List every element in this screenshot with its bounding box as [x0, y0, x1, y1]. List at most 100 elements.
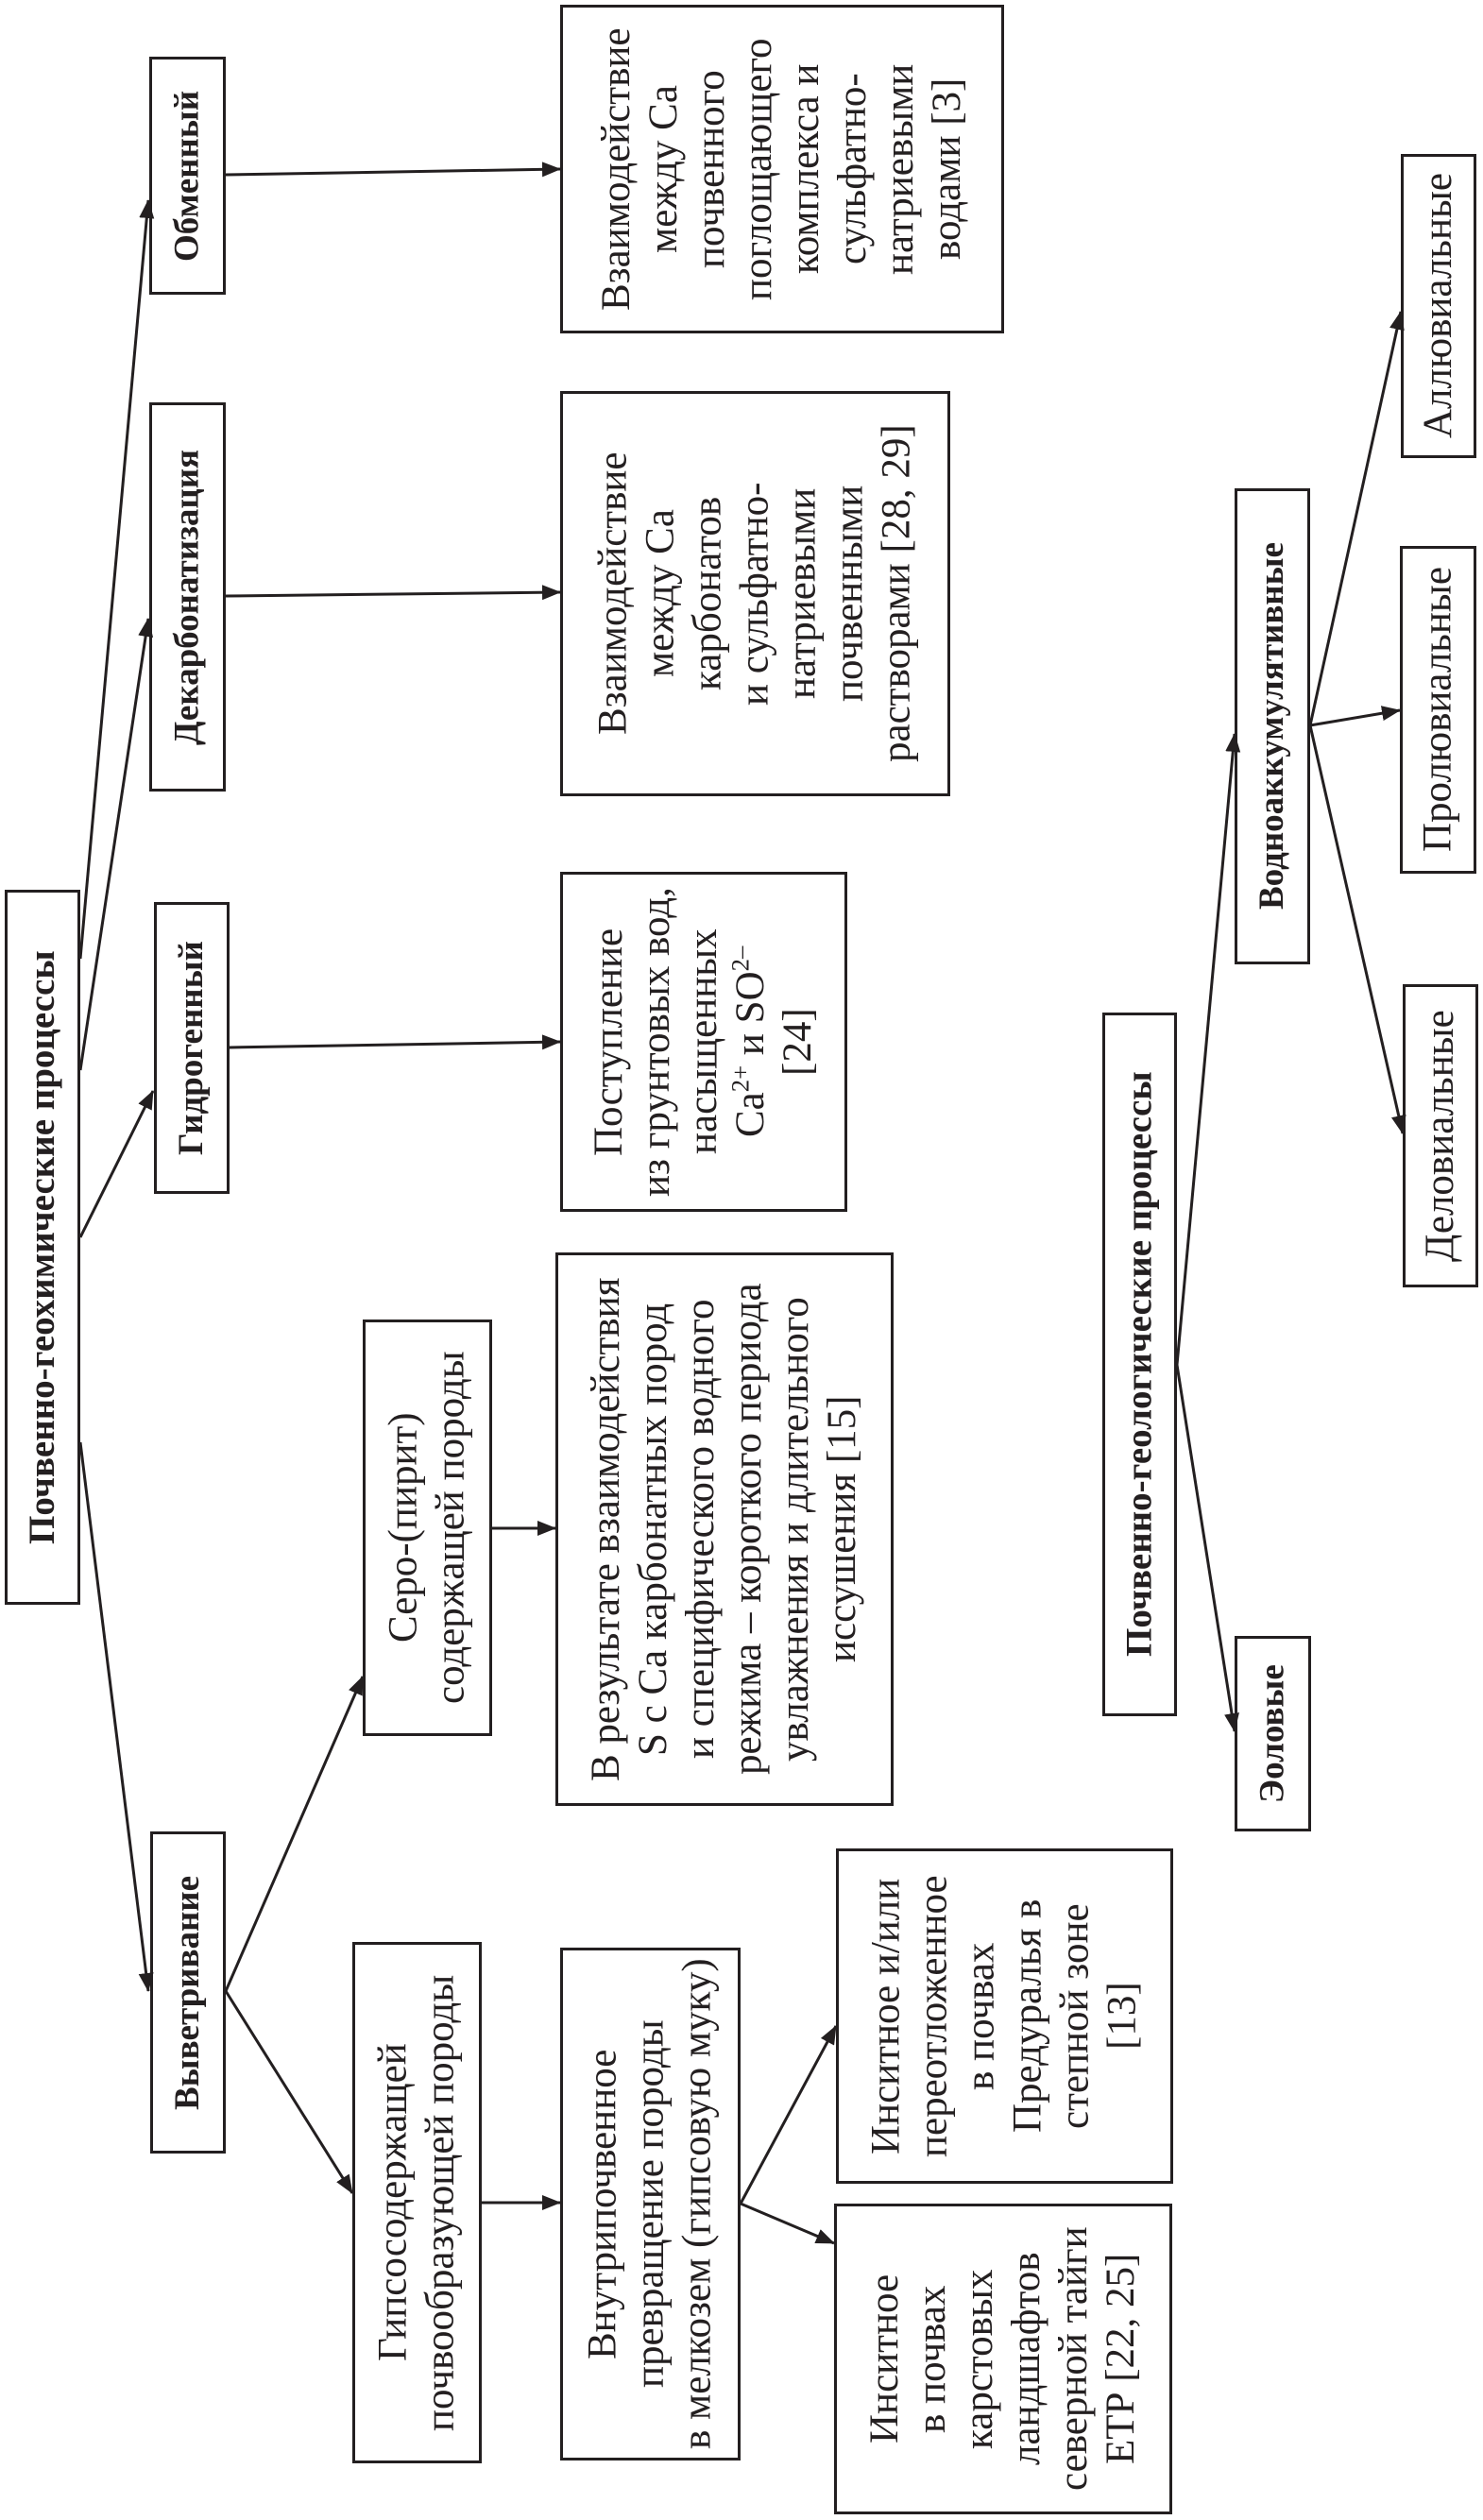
arrow-transformation-to-predural — [739, 2025, 838, 2205]
deluvial-label: Деловиальные — [1418, 1010, 1462, 1262]
description-line: северной тайги — [1051, 2226, 1096, 2492]
alluvial-box: Аллювиальные — [1401, 154, 1476, 458]
anion-charge: 2– — [725, 945, 755, 972]
description-line: карстовых — [957, 2269, 1001, 2449]
arrow-water-accumulative-to-deluvial — [1308, 724, 1406, 1134]
label-line: почвообразующей породы — [418, 1974, 463, 2431]
description-line: S с Ca карбонатных пород — [631, 1303, 675, 1756]
description-line: поглощающего — [736, 38, 780, 300]
cation: Ca — [728, 1092, 773, 1138]
gypsum-transformation: Внутрипочвенное превращение породы в мел… — [580, 1959, 722, 2450]
arrow-exchange-to-description — [225, 162, 561, 178]
anion: SO — [728, 971, 773, 1024]
aeolian-box: Эоловые — [1235, 1636, 1311, 1831]
decarbonatization-label: Декарбонатизация — [167, 449, 207, 745]
geological-root-box: Почвенно-геологические процессы — [1102, 1013, 1177, 1716]
description-line: и сульфатно- — [732, 482, 777, 706]
description-line: почвенного — [689, 70, 733, 268]
reference: [24] — [776, 1008, 820, 1076]
outcome-karst-box: Инситное в почвах карстовых ландшафтов с… — [834, 2204, 1172, 2514]
arrow-geochemical-to-decarbonatization — [78, 618, 154, 1071]
decarbonatization-description: Взаимодействие между Ca карбонатов и сул… — [590, 425, 921, 763]
hydrogenic-description-box: Поступление из грунтовых вод, насыщенных… — [560, 872, 847, 1212]
description-line: переотложенное — [911, 1875, 956, 2157]
description-line: Внутрипочвенное — [580, 2049, 625, 2359]
description-line: увлажнения и длительного — [773, 1297, 817, 1762]
description-line: в мелкозем (гипсовую муку) — [674, 1958, 720, 2450]
description-line: в почвах — [958, 1942, 1003, 2090]
description-line: растворами [28, 29] — [874, 424, 919, 763]
label-line: Серо-(пирит) — [381, 1412, 426, 1643]
exchange-label: Обменный — [167, 90, 207, 262]
decarbonatization-box: Декарбонатизация — [149, 402, 226, 792]
cation-charge: 2+ — [725, 1065, 755, 1093]
aeolian-label: Эоловые — [1253, 1664, 1292, 1803]
water-accumulative-box: Водноаккумулятивные — [1235, 488, 1310, 964]
description-line: Поступление — [587, 928, 631, 1156]
description-line: режима – короткого периода — [725, 1283, 770, 1776]
decarbonatization-description-box: Взаимодействие между Ca карбонатов и сул… — [560, 391, 950, 796]
gypsum-rock-label: Гипсосодержащей почвообразующей породы — [370, 1974, 465, 2430]
alluvial-label: Аллювиальные — [1416, 173, 1460, 439]
hydrogenic-description: Поступление из грунтовых вод, насыщенных… — [586, 887, 822, 1197]
arrow-geological-to-water-accumulative — [1175, 733, 1241, 1366]
arrow-geological-to-aeolian — [1175, 1364, 1239, 1732]
description-line: В результате взаимодействия — [584, 1277, 628, 1781]
ions-joiner: и — [728, 1023, 773, 1065]
description-line: натриевыми — [878, 63, 922, 275]
description-line: Инситное — [862, 2273, 907, 2444]
geological-root-label: Почвенно-геологические процессы — [1118, 1071, 1160, 1658]
description-line: превращение породы — [627, 2019, 673, 2389]
description-line: натриевыми — [779, 487, 825, 700]
arrow-weathering-to-gypsum — [224, 1990, 354, 2194]
arrow-water-accumulative-to-proluvial — [1309, 706, 1401, 727]
sulfur-pyrite-description-box: В результате взаимодействия S с Ca карбо… — [555, 1252, 894, 1806]
description-line: Предуралья в — [1005, 1899, 1050, 2134]
geochemical-root-label: Почвенно-геохимические процессы — [22, 950, 62, 1544]
weathering-label: Выветривание — [168, 1875, 207, 2110]
arrow-decarbonatization-to-description — [225, 585, 561, 601]
description-line: Взаимодействие — [594, 27, 639, 311]
description-line: комплекса и — [783, 63, 827, 275]
description-line: Взаимодействие — [590, 451, 636, 736]
water-accumulative-label: Водноаккумулятивные — [1253, 542, 1291, 911]
hydrogenic-box: Гидрогенный — [154, 902, 230, 1194]
proluvial-label: Пролювиальные — [1415, 567, 1460, 853]
description-line: между Ca — [638, 509, 683, 678]
description-line: между Ca — [641, 85, 686, 253]
description-line: в почвах — [910, 2285, 954, 2433]
description-line: ландшафтов — [1004, 2252, 1048, 2466]
description-line: [13] — [1099, 1982, 1145, 2051]
weathering-box: Выветривание — [150, 1831, 226, 2154]
outcome-predural: Инситное и/или переотложенное в почвах П… — [863, 1875, 1147, 2157]
description-line: ЕТР [22, 25] — [1099, 2253, 1143, 2465]
arrow-transformation-to-karst — [740, 2202, 835, 2245]
ions-line: Ca2+ и SO2– — [725, 887, 775, 1197]
label-line: содержащей породы — [428, 1351, 473, 1705]
arrow-geochemical-to-weathering — [78, 1441, 154, 1992]
sulfur-pyrite-rock-label: Серо-(пирит) содержащей породы — [381, 1352, 475, 1705]
label-line: Гипсосодержащей — [370, 2043, 416, 2362]
arrow-geochemical-to-exchange — [78, 199, 155, 960]
outcome-karst: Инситное в почвах карстовых ландшафтов с… — [861, 2227, 1145, 2492]
description-line: водами [3] — [925, 77, 969, 261]
exchange-box: Обменный — [149, 57, 226, 295]
description-line: карбонатов — [685, 496, 730, 691]
description-line: степной зоне — [1052, 1903, 1098, 2129]
gypsum-rock-box: Гипсосодержащей почвообразующей породы — [352, 1942, 482, 2463]
hydrogenic-label: Гидрогенный — [172, 941, 211, 1155]
arrow-water-accumulative-to-alluvial — [1308, 311, 1405, 726]
description-line: из грунтовых вод, — [634, 887, 678, 1197]
sulfur-pyrite-description: В результате взаимодействия S с Ca карбо… — [583, 1277, 866, 1780]
arrow-geochemical-to-hydrogenic — [78, 1090, 155, 1238]
exchange-description-box: Взаимодействие между Ca почвенного погло… — [560, 5, 1004, 333]
deluvial-box: Деловиальные — [1403, 984, 1478, 1287]
outcome-predural-box: Инситное и/или переотложенное в почвах П… — [836, 1848, 1173, 2184]
description-line: и специфического водного — [678, 1299, 723, 1760]
arrow-weathering-to-sulfur-pyrite — [224, 1676, 365, 1992]
description-line: почвенными — [827, 485, 872, 703]
description-line: иссушения [15] — [820, 1395, 864, 1663]
description-line: сульфатно- — [830, 73, 875, 265]
sulfur-pyrite-rock-box: Серо-(пирит) содержащей породы — [363, 1320, 492, 1736]
